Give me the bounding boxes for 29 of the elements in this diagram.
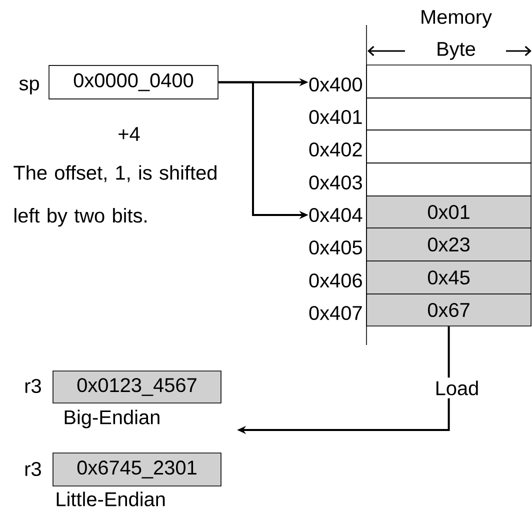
node-label: Little-Endian [56, 492, 165, 506]
memory-cell: 0x45 [366, 260, 532, 294]
node-label: Big-Endian [64, 410, 160, 428]
address-label: 0x402 [309, 142, 362, 157]
address-label: 0x400 [309, 77, 362, 92]
memory-cell: 0x67 [366, 294, 532, 326]
heading: Byte [432, 42, 480, 60]
note: +4 [118, 127, 140, 141]
address-label: 0x404 [309, 208, 362, 222]
note: The offset, 1, is shifted left by two bits. [14, 165, 216, 227]
address-label: 0x405 [309, 240, 362, 255]
register-name: sp [19, 80, 39, 94]
register-box: 0x6745_2301 [52, 452, 222, 486]
register-name: r3 [25, 378, 41, 394]
address-label: 0x406 [309, 273, 362, 288]
register-box: 0x0123_4567 [52, 370, 222, 404]
memory-cell [366, 130, 532, 164]
address-label: 0x403 [309, 175, 362, 190]
memory-cell: 0x23 [366, 228, 532, 262]
memory-cell [366, 64, 532, 98]
memory-cell [366, 162, 532, 196]
memory-cell [366, 98, 532, 130]
register-name: r3 [25, 462, 41, 476]
address-label: 0x401 [309, 110, 362, 124]
register-box: 0x0000_0400 [48, 65, 218, 100]
address-label: 0x407 [309, 306, 362, 320]
heading: Memory [422, 10, 492, 28]
memory-cell: 0x01 [366, 196, 532, 228]
edge-label: Load [432, 378, 482, 398]
